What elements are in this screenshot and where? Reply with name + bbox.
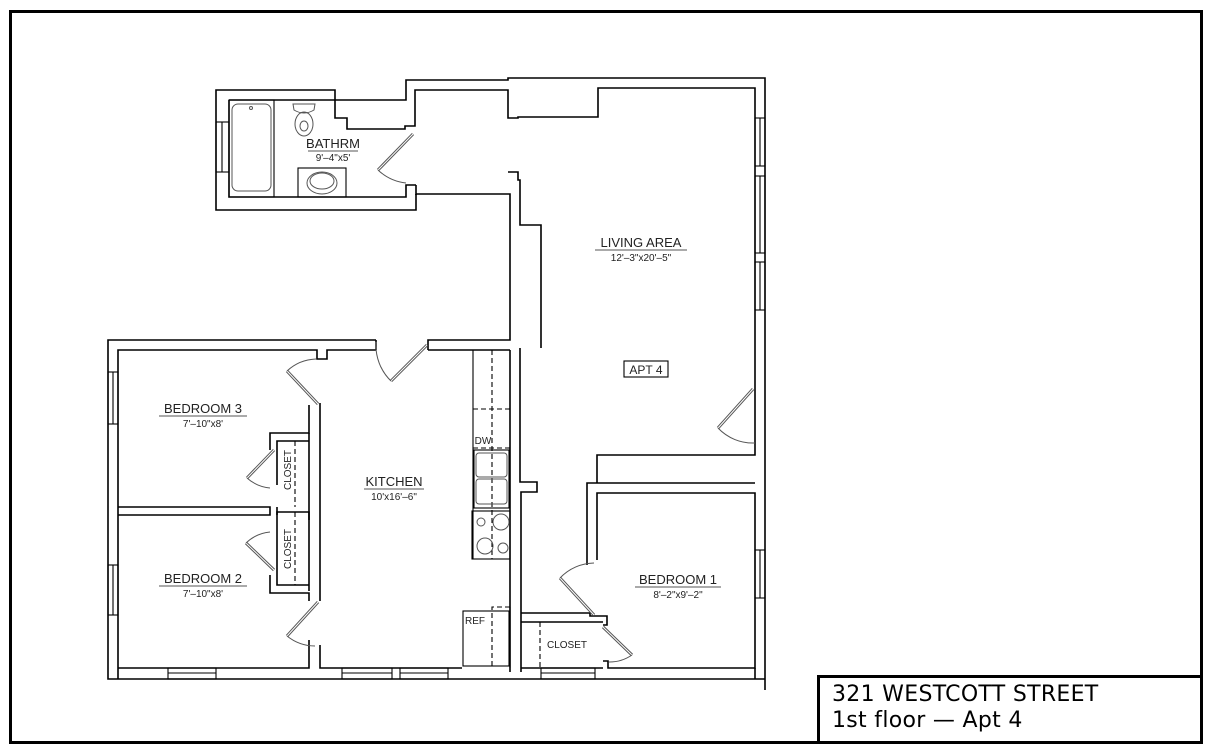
room-label-bathroom: BATHRM 9'–4"x5'	[306, 136, 360, 164]
bedroom3-size: 7'–10"x8'	[183, 419, 223, 430]
floor-line: 1st floor — Apt 4	[832, 708, 1023, 733]
closet-bedroom2-label: CLOSET	[283, 529, 294, 569]
closet-bedroom1-label: CLOSET	[547, 640, 587, 651]
windows	[107, 117, 766, 680]
room-label-bedroom3: BEDROOM 3 7'–10"x8'	[159, 401, 247, 430]
unit-tag: APT 4	[623, 360, 669, 378]
bathroom-size: 9'–4"x5'	[316, 153, 351, 164]
unit-tag-text: APT 4	[629, 363, 662, 377]
kitchen-sink-icon	[473, 449, 510, 509]
kitchen-name: KITCHEN	[365, 474, 422, 489]
room-label-bedroom2: BEDROOM 2 7'–10"x8'	[159, 571, 247, 600]
bathroom-name: BATHRM	[306, 136, 360, 151]
closet-bedroom3-label: CLOSET	[283, 450, 294, 490]
toilet-icon	[292, 103, 316, 137]
room-label-kitchen: KITCHEN 10'x16'–6"	[364, 474, 424, 503]
bedroom3-name: BEDROOM 3	[164, 401, 242, 416]
bedroom2-size: 7'–10"x8'	[183, 589, 223, 600]
drawing-frame	[9, 10, 1203, 744]
title-block: 321 WESTCOTT STREET 1st floor — Apt 4	[817, 675, 1201, 742]
kitchen-counter	[472, 350, 510, 560]
address-line: 321 WESTCOTT STREET	[832, 682, 1099, 707]
stove-icon	[471, 510, 511, 560]
room-label-living: LIVING AREA 12'–3"x20'–5"	[595, 235, 687, 264]
dishwasher-label: DW	[475, 436, 492, 447]
kitchen-size: 10'x16'–6"	[371, 492, 417, 503]
living-name: LIVING AREA	[601, 235, 682, 250]
bathtub-icon	[228, 99, 275, 198]
bedroom1-size: 8'–2"x9'–2"	[653, 590, 703, 601]
refrigerator-icon	[462, 606, 511, 668]
sink-icon	[297, 167, 347, 198]
refrigerator-label: REF	[465, 616, 485, 627]
room-label-bedroom1: BEDROOM 1 8'–2"x9'–2"	[635, 572, 721, 601]
bedroom2-name: BEDROOM 2	[164, 571, 242, 586]
bedroom1-name: BEDROOM 1	[639, 572, 717, 587]
living-size: 12'–3"x20'–5"	[611, 253, 672, 264]
doors	[244, 132, 756, 663]
